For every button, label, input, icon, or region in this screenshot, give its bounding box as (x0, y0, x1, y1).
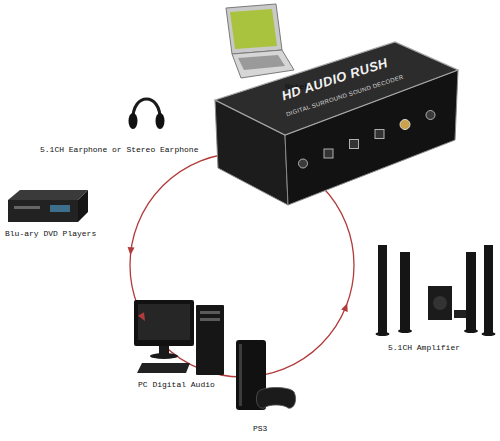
speaker (466, 252, 476, 330)
woofer-cone (433, 296, 447, 310)
controller (256, 388, 295, 409)
disc-slot (14, 206, 40, 209)
drive-bay (200, 311, 220, 314)
console-edge (239, 344, 242, 406)
drive-bay (200, 318, 220, 321)
port (350, 140, 359, 149)
device-label: 5.1CH Earphone or Stereo Earphone (40, 145, 198, 154)
device-label: PS3 (253, 424, 267, 433)
port (375, 130, 384, 139)
headband (133, 99, 160, 120)
player-top (8, 190, 88, 200)
device-label: 5.1CH Amplifier (388, 343, 460, 352)
monitor-base (150, 353, 178, 359)
loop-arrowhead (341, 302, 350, 312)
monitor-stand (159, 346, 169, 354)
device-label: Blu-ary DVD Players (5, 229, 96, 238)
loop-arrowhead (127, 247, 135, 256)
decoder-picture (215, 42, 458, 205)
monitor-screen (138, 304, 190, 340)
player-display (50, 205, 70, 212)
laptop-screen (230, 9, 277, 49)
laptop-keyboard (238, 55, 285, 70)
ear-cup (156, 113, 165, 129)
pc-tower (196, 305, 224, 375)
subwoofer (428, 286, 452, 320)
ps3-picture (236, 340, 296, 410)
port (426, 111, 435, 120)
amplifier-unit (454, 310, 468, 318)
amplifier-picture (376, 245, 496, 336)
speaker (400, 252, 410, 330)
keyboard (137, 363, 190, 373)
headphone-picture (129, 99, 165, 129)
decoder-top (215, 42, 458, 135)
device-label: PC Digital Audio (138, 380, 215, 389)
player-front (8, 200, 78, 222)
speaker (484, 245, 493, 333)
notebook-picture (226, 4, 294, 78)
laptop-base (232, 50, 294, 78)
player-side (78, 190, 88, 222)
speaker-base (482, 332, 496, 336)
loop-arrowhead (138, 312, 148, 322)
laptop-lid (226, 4, 282, 54)
ear-cup (129, 113, 138, 129)
port (324, 149, 333, 158)
port (299, 159, 308, 168)
pc-picture (134, 300, 224, 375)
speaker (378, 245, 387, 333)
port (400, 120, 410, 130)
speaker-base (376, 332, 390, 336)
dvd-player-picture (8, 190, 88, 222)
speaker-base (464, 329, 478, 333)
monitor (134, 300, 194, 346)
speaker-base (398, 329, 412, 333)
